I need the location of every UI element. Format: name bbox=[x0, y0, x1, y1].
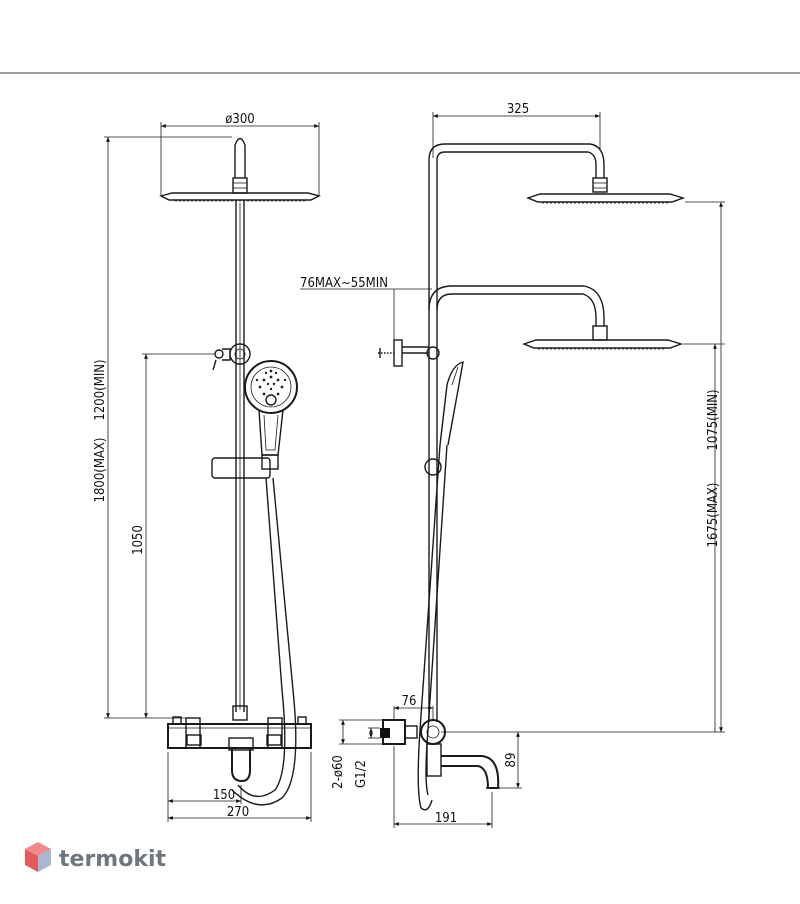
dim-pipe-dia: 2-ø60 bbox=[331, 755, 346, 789]
hand-shower-nozzles bbox=[255, 369, 287, 396]
dim-thread: G1/2 bbox=[354, 760, 369, 788]
side-hose bbox=[417, 444, 448, 811]
front-wall-bracket bbox=[212, 343, 251, 371]
front-riser-rod bbox=[232, 201, 248, 721]
dim-outlet-offset: 76 bbox=[402, 694, 417, 709]
dim-connector-height: 89 bbox=[504, 753, 519, 768]
side-view: 325 76MAX~55MIN 1075(MIN) 1675(MAX) 76 8… bbox=[300, 102, 725, 828]
side-riser bbox=[424, 143, 605, 722]
dim-mixer-width: 270 bbox=[227, 805, 249, 820]
dim-side-max: 1675(MAX) bbox=[706, 483, 721, 548]
front-dimensions: ø300 1200(MIN) 1800(MAX) 1050 150 270 bbox=[93, 112, 320, 822]
side-rain-head-upper bbox=[525, 177, 686, 204]
side-arm-lower bbox=[428, 285, 684, 350]
logo-wordmark: termokit bbox=[59, 847, 166, 872]
dim-wall-bracket: 76MAX~55MIN bbox=[300, 276, 388, 291]
cube-logo-icon bbox=[25, 842, 51, 872]
dim-arm-reach: 325 bbox=[507, 102, 529, 117]
front-view: ø300 1200(MIN) 1800(MAX) 1050 150 270 bbox=[93, 112, 321, 822]
front-hand-shower bbox=[211, 360, 298, 479]
side-hand-shower bbox=[439, 361, 464, 446]
dim-overall-max: 1800(MAX) bbox=[93, 438, 108, 503]
dim-spout-depth: 191 bbox=[435, 811, 457, 826]
front-rain-head bbox=[159, 137, 321, 202]
front-hose bbox=[231, 477, 297, 806]
inlet-block bbox=[380, 728, 390, 738]
side-dimensions: 325 76MAX~55MIN 1075(MIN) 1675(MAX) 76 8… bbox=[300, 102, 725, 828]
side-wall-bracket bbox=[378, 339, 440, 367]
termokit-logo: termokit bbox=[25, 842, 166, 872]
dim-side-min: 1075(MIN) bbox=[706, 389, 721, 450]
side-mixer bbox=[380, 719, 500, 789]
front-mixer bbox=[167, 716, 312, 783]
dim-holder-height: 1050 bbox=[131, 525, 146, 555]
dim-spout-center: 150 bbox=[213, 788, 235, 803]
dim-overall-min: 1200(MIN) bbox=[93, 359, 108, 420]
dim-head-diameter: ø300 bbox=[225, 112, 254, 127]
